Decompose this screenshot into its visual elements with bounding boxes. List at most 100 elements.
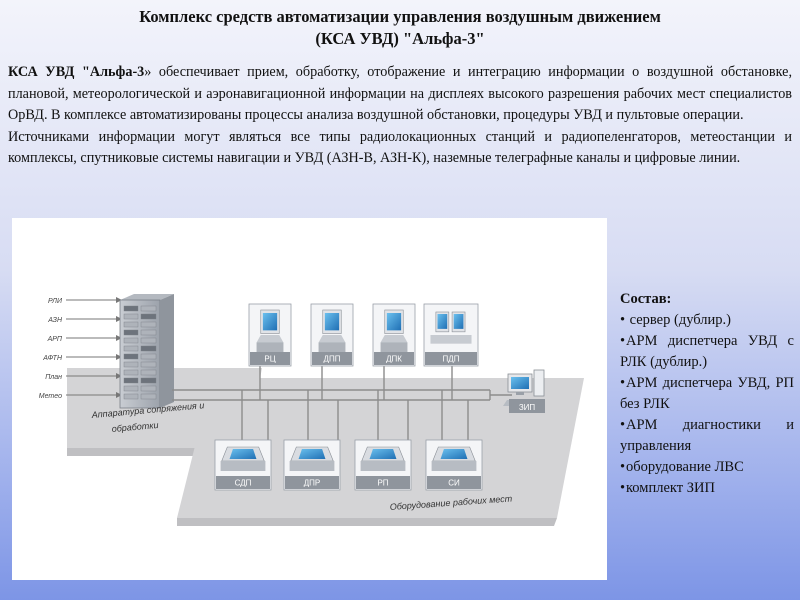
- rack-unit: [123, 313, 139, 320]
- arrow-head-icon: [116, 335, 122, 341]
- intro-text: КСА УВД "Альфа-3» обеспечивает прием, об…: [8, 62, 792, 170]
- composition-item-text: сервер (дублир.): [626, 312, 731, 328]
- rack-unit: [140, 353, 157, 360]
- composition-item: •АРМ диагностики и управления: [620, 415, 794, 457]
- input-source: АФТН: [42, 354, 122, 362]
- lan-network: [172, 366, 512, 440]
- rack-unit: [140, 393, 157, 400]
- monitor-icon: [440, 449, 468, 459]
- workstation-label: ДПП: [324, 355, 341, 364]
- workstation: ДПП: [310, 303, 354, 367]
- spare-kit: ЗИП: [503, 369, 545, 413]
- composition-item: •АРМ диспетчера УВД с РЛК (дублир.): [620, 331, 794, 373]
- workstation-label: СИ: [448, 479, 460, 488]
- rack-unit: [123, 385, 139, 392]
- rack-unit: [123, 353, 139, 360]
- rack-unit: [140, 305, 157, 312]
- rack-unit: [140, 385, 157, 392]
- input-source: АРП: [47, 335, 122, 343]
- monitor-icon: [262, 313, 278, 331]
- workstation: СДП: [214, 439, 272, 491]
- composition-list: • сервер (дублир.)•АРМ диспетчера УВД с …: [620, 310, 794, 499]
- workstation: СИ: [425, 439, 483, 491]
- intro-paragraph-1-rest: » обеспечивает прием, обработку, отображ…: [8, 64, 792, 123]
- composition-item-text: оборудование ЛВС: [626, 459, 744, 475]
- rack-unit: [140, 329, 157, 336]
- monitor-icon: [229, 449, 257, 459]
- workstation-label: ПДП: [443, 355, 460, 364]
- intro-lead: КСА УВД "Альфа-3: [8, 64, 145, 80]
- input-source: РЛИ: [48, 297, 122, 305]
- bullet-icon: •: [620, 312, 626, 328]
- workstation-label: РП: [377, 479, 388, 488]
- monitor-icon: [386, 313, 402, 331]
- monitor-icon: [437, 314, 448, 329]
- spare-label: ЗИП: [519, 403, 536, 412]
- slide-title-line-2: (КСА УВД) "Альфа-3": [315, 29, 485, 48]
- composition-item: • сервер (дублир.): [620, 310, 794, 331]
- workstation-label: ДПК: [386, 355, 402, 364]
- arrow-head-icon: [116, 354, 122, 360]
- bottom-stations: СДП ДПР РП СИ: [214, 439, 483, 491]
- arrow-head-icon: [116, 297, 122, 303]
- workstation: РП: [354, 439, 412, 491]
- rack-unit: [140, 361, 157, 368]
- input-source: План: [45, 373, 122, 381]
- workstation-label: РЦ: [264, 355, 275, 364]
- composition-item-text: АРМ диспетчера УВД с РЛК (дублир.): [620, 333, 794, 370]
- rack-unit: [123, 369, 139, 376]
- input-label: АЗН: [47, 317, 63, 324]
- slide-title-line-1: Комплекс средств автоматизации управлени…: [139, 7, 661, 26]
- rack-unit: [140, 369, 157, 376]
- top-stations: РЦ ДПП ДПК ПДП: [248, 303, 479, 367]
- monitor-icon: [324, 313, 340, 331]
- monitor-icon: [369, 449, 397, 459]
- rack-unit: [123, 345, 139, 352]
- intro-paragraph-1: КСА УВД "Альфа-3» обеспечивает прием, об…: [8, 62, 792, 127]
- rack-unit: [123, 361, 139, 368]
- bullet-icon: •: [620, 480, 626, 496]
- input-label: АРП: [47, 336, 63, 343]
- input-label: АФТН: [42, 355, 63, 362]
- rack-caption-line-2: обработки: [111, 420, 159, 434]
- workstations-platform-edge: [177, 518, 557, 526]
- server-rack: [119, 294, 174, 409]
- rack-unit: [140, 321, 157, 328]
- arrow-head-icon: [116, 316, 122, 322]
- slide-title: Комплекс средств автоматизации управлени…: [0, 6, 800, 50]
- rack-unit: [123, 337, 139, 344]
- composition-item: •комплект ЗИП: [620, 478, 794, 499]
- input-source: АЗН: [47, 316, 122, 324]
- rack-unit: [123, 329, 139, 336]
- rack-unit: [140, 337, 157, 344]
- bullet-icon: •: [620, 459, 626, 475]
- workstation: ДПК: [372, 303, 416, 367]
- bullet-icon: •: [620, 375, 626, 391]
- composition-item-text: комплект ЗИП: [626, 480, 715, 496]
- workstation-label: СДП: [235, 479, 252, 488]
- rack-unit: [140, 313, 157, 320]
- rack-unit: [140, 377, 157, 384]
- rack-unit: [140, 345, 157, 352]
- composition-item-text: АРМ диагностики и управления: [620, 417, 794, 454]
- rack-unit: [123, 393, 139, 400]
- monitor-icon: [298, 449, 326, 459]
- input-label: План: [45, 374, 62, 381]
- input-source: Метео: [39, 392, 122, 400]
- composition-item: •оборудование ЛВС: [620, 457, 794, 478]
- composition-panel: Состав: • сервер (дублир.)•АРМ диспетчер…: [620, 289, 794, 499]
- bullet-icon: •: [620, 333, 626, 349]
- arrow-head-icon: [116, 373, 122, 379]
- workstation: ПДП: [423, 303, 479, 367]
- composition-item-text: АРМ диспетчера УВД, РП без РЛК: [620, 375, 794, 412]
- composition-title: Состав:: [620, 291, 672, 307]
- workstation-label: ДПР: [304, 479, 321, 488]
- rack-unit: [123, 377, 139, 384]
- input-label: РЛИ: [48, 298, 63, 305]
- rack-unit: [123, 321, 139, 328]
- input-label: Метео: [39, 393, 62, 400]
- rack-unit: [123, 305, 139, 312]
- monitor-icon: [453, 314, 464, 329]
